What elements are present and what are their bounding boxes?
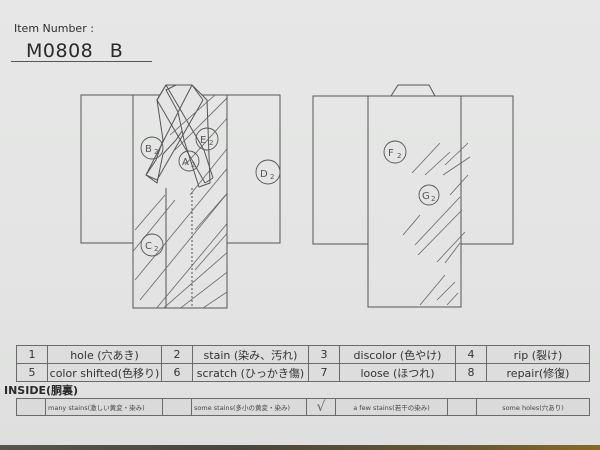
back-hatching [402,142,471,306]
svg-text:E: E [200,135,206,146]
inside-row: many stains(激しい黄変・染み) some stains(多小の黄変・… [16,398,590,416]
legend-num: 5 [16,363,48,382]
inside-checkbox-a-few-stains[interactable]: √ [306,398,336,416]
legend-num: 1 [16,345,48,364]
inside-option-label: many stains(激しい黄変・染み) [45,398,163,416]
svg-text:B: B [145,144,152,155]
legend-label: rip (裂け) [486,345,590,364]
legend-row: 1 hole (穴あき) 2 stain (染み、汚れ) 3 discolor … [16,345,590,364]
legend-label: hole (穴あき) [47,345,162,364]
inside-option-label: some stains(多小の黄変・染み) [191,398,307,416]
svg-text:2: 2 [431,195,435,203]
item-number-underline [11,61,152,62]
svg-text:2: 2 [209,139,213,147]
item-number-label: Item Number : [14,22,94,35]
back-right-sleeve [460,95,514,245]
inside-checkbox-some-holes[interactable] [447,398,477,416]
svg-text:2: 2 [154,245,158,253]
back-body [367,95,462,308]
legend-label: scratch (ひっかき傷) [192,363,309,382]
inside-condition-table: many stains(激しい黄変・染み) some stains(多小の黄変・… [16,398,590,416]
svg-text:C: C [145,241,152,252]
legend-num: 8 [455,363,487,382]
svg-text:2: 2 [191,161,195,169]
front-left-sleeve [80,94,134,244]
svg-text:2: 2 [270,173,274,181]
item-number: M0808 B [26,40,124,62]
legend-num: 6 [161,363,193,382]
legend-label: loose (ほつれ) [339,363,456,382]
back-collar [390,84,436,97]
inside-checkbox-many-stains[interactable] [16,398,46,416]
inside-option-label: some holes(穴あり) [476,398,590,416]
svg-text:A: A [182,157,189,168]
legend-num: 7 [308,363,340,382]
kimono-front [80,84,281,309]
legend-label: discolor (色やけ) [339,345,456,364]
damage-legend-table: 1 hole (穴あき) 2 stain (染み、汚れ) 3 discolor … [16,345,590,382]
kimono-back [312,84,514,308]
legend-row: 5 color shifted(色移り) 6 scratch (ひっかき傷) 7… [16,363,590,382]
svg-text:F: F [388,148,394,159]
front-right-sleeve [226,94,281,244]
desk-surface [0,445,600,450]
svg-text:D: D [260,169,268,180]
inside-option-label: a few stains(若干の染み) [335,398,448,416]
legend-num: 3 [308,345,340,364]
legend-num: 2 [161,345,193,364]
legend-label: repair(修復) [486,363,590,382]
legend-label: color shifted(色移り) [47,363,162,382]
legend-label: stain (染み、汚れ) [192,345,309,364]
svg-text:2: 2 [154,148,158,156]
back-left-sleeve [312,95,369,245]
legend-num: 4 [455,345,487,364]
front-hatching [133,95,227,308]
inside-section-title: INSIDE(胴裏) [4,384,79,397]
svg-text:2: 2 [397,152,401,160]
inside-checkbox-some-stains[interactable] [162,398,192,416]
svg-text:G: G [422,191,430,202]
